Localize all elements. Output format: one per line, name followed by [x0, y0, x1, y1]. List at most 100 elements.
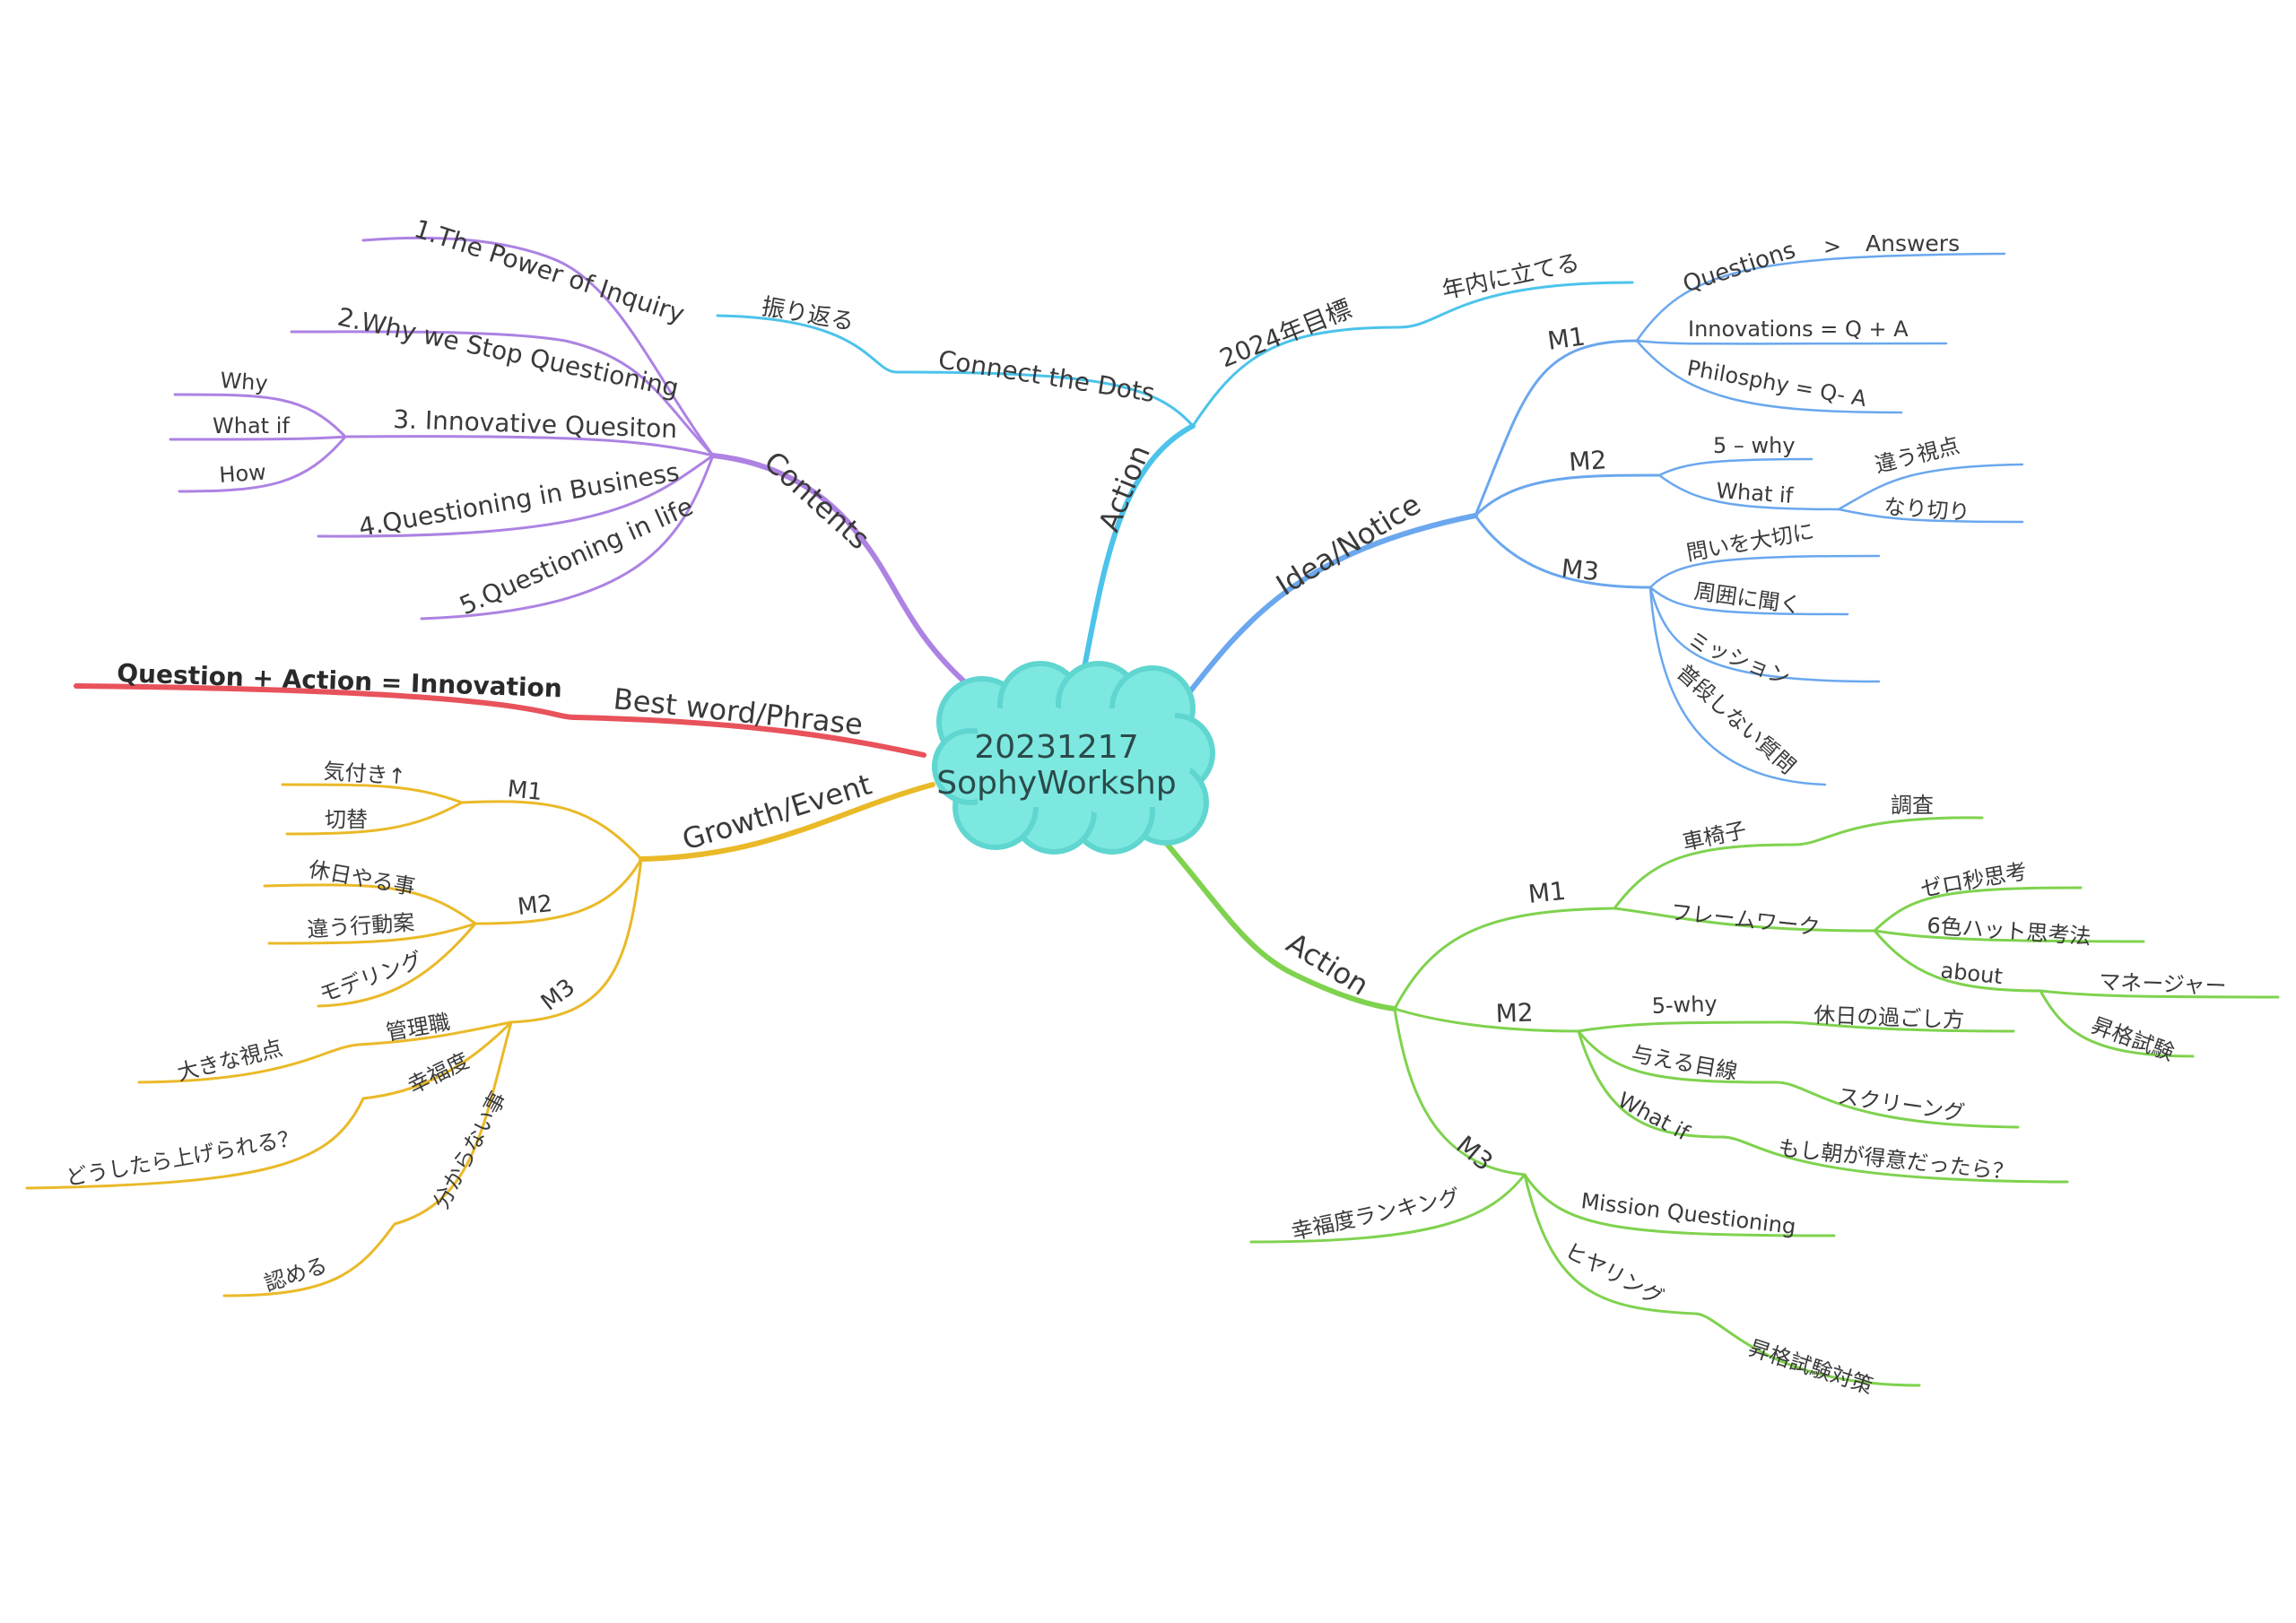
connector-ab-fw-b — [1873, 929, 2145, 943]
branch-growth-event[interactable]: Growth/Event M1 気付き↑ 切替 M2 休日やる事 違う行動案 モ… — [25, 759, 935, 1298]
center-title-line1[interactable]: 20231217 — [974, 729, 1138, 766]
ab-fw-a-label[interactable]: ゼロ秒思考 — [1918, 858, 2029, 901]
goal-child-label[interactable]: 年内に立てる — [1439, 249, 1582, 305]
connector-ab-m2 — [1393, 1007, 1580, 1033]
branch-action-bottom[interactable]: Action M1 車椅子 調査 フレームワーク ゼロ秒思考 6色ハット思考法 … — [1163, 793, 2280, 1399]
idea-m1-label[interactable]: M1 — [1545, 321, 1587, 356]
connector-g-m1-b — [285, 801, 464, 836]
connector-g-m3-kofuku — [25, 1020, 513, 1190]
ab-m1-fw-label[interactable]: フレームワーク — [1669, 899, 1821, 940]
c3-why-label[interactable]: Why — [220, 368, 269, 396]
connector-growth — [639, 782, 935, 862]
best-label[interactable]: Best word/Phrase — [612, 681, 865, 742]
ab-m3-hiyaring-child-label[interactable]: 昇格試験対策 — [1745, 1335, 1876, 1399]
ab-m2-5why-child-label[interactable]: 休日の過ごし方 — [1813, 1002, 1965, 1033]
ab-m2-whatif-child-label[interactable]: もし朝が得意だったら？ — [1777, 1135, 2014, 1185]
m2-narikiri-label[interactable]: なり切り — [1883, 494, 1971, 525]
m2-5why-label[interactable]: 5 – why — [1713, 433, 1796, 458]
connector-ab-m3-kofuku — [1249, 1173, 1526, 1244]
connect-dots-label[interactable]: Connect the Dots — [936, 344, 1157, 408]
m1-questions-label[interactable]: Questions — [1680, 237, 1799, 299]
connector-m1-philo — [1635, 339, 1903, 414]
idea-m2-label[interactable]: M2 — [1568, 445, 1607, 477]
center-node[interactable]: 20231217 SophyWorkshp — [932, 661, 1215, 855]
connector-m2-chigau — [1837, 463, 2024, 511]
m1-gt-label: > — [1823, 234, 1841, 259]
connector-best — [74, 683, 926, 758]
connector-m3-d — [1648, 586, 1827, 786]
action-top-label[interactable]: Action — [1091, 440, 1157, 536]
connector-g-m2-b — [267, 922, 477, 945]
c3-whatif-label[interactable]: What if — [213, 413, 290, 438]
g-m3-kofuku-label[interactable]: 幸福度 — [404, 1048, 473, 1099]
ab-m3-hiyaring-label[interactable]: ヒヤリング — [1561, 1238, 1667, 1311]
connector-ab-about-b — [2039, 989, 2195, 1058]
ab-m2-whatif-label[interactable]: What if — [1613, 1088, 1693, 1146]
connector-action-top — [1078, 423, 1196, 689]
ab-m3-mission-label[interactable]: Mission Questioning — [1579, 1188, 1797, 1239]
ab-m2-label[interactable]: M2 — [1495, 998, 1534, 1028]
growth-m1-label[interactable]: M1 — [506, 776, 544, 806]
m2-whatif-label[interactable]: What if — [1716, 478, 1795, 508]
connector-m1-innov — [1635, 339, 1948, 345]
goal-label[interactable]: 2024年目標 — [1215, 294, 1355, 374]
idea-label[interactable]: Idea/Notice — [1270, 487, 1427, 603]
m2-chigau-label[interactable]: 違う視点 — [1873, 432, 1962, 477]
contents-c2-label[interactable]: 2.Why we Stop Questioning — [335, 302, 682, 404]
furikaeru-label[interactable]: 振り返る — [760, 293, 857, 336]
connector-c3-why — [173, 393, 347, 438]
ab-fw-about-label[interactable]: about — [1939, 958, 2004, 989]
connector-growth-m3 — [509, 857, 643, 1024]
connector-m2-narikiri — [1837, 508, 2024, 524]
ab-about-b-label[interactable]: 昇格試験 — [2088, 1012, 2178, 1065]
connector-ab-m2-ataeru — [1577, 1029, 2020, 1129]
c3-how-label[interactable]: How — [218, 459, 266, 488]
g-m1-b-label[interactable]: 切替 — [325, 807, 368, 832]
connector-m2-5why — [1657, 457, 1813, 477]
g-m1-a-label[interactable]: 気付き↑ — [323, 759, 407, 789]
m1-answers-label[interactable]: Answers — [1866, 230, 1960, 256]
contents-label[interactable]: Contents — [758, 445, 876, 557]
connector-idea-m3 — [1474, 514, 1652, 589]
connector-c3-how — [178, 435, 347, 493]
m1-innov-label[interactable]: Innovations = Q + A — [1688, 317, 1909, 342]
g-m3-kanri-child-label[interactable]: 大きな視点 — [175, 1036, 285, 1086]
g-m3-wakaranai-label[interactable]: 分からない事 — [429, 1088, 511, 1213]
ab-m2-5why-label[interactable]: 5-why — [1651, 991, 1718, 1019]
center-cloud-shape — [932, 661, 1215, 855]
connector-ab-m2-5why — [1577, 1020, 2015, 1033]
contents-c1-label[interactable]: 1.The Power of Inquiry — [411, 213, 688, 329]
g-m2-a-label[interactable]: 休日やる事 — [307, 856, 417, 899]
best-phrase-text[interactable]: Question + Action = Innovation — [117, 658, 563, 703]
connector-g-m3-wakaranai — [222, 1020, 513, 1298]
connector-ab-m1-isu — [1613, 816, 1984, 910]
connector-ab-fw-a — [1873, 886, 2083, 933]
m1-philo-label[interactable]: Philosphy = Q- A — [1685, 355, 1869, 412]
connector-ab-m1-fw — [1613, 907, 1876, 933]
connector-action-bottom — [1163, 840, 1397, 1011]
branch-contents[interactable]: Contents 1.The Power of Inquiry 2.Why we… — [169, 213, 967, 684]
connector-g-m2-c — [317, 922, 477, 1008]
g-m3-kanri-label[interactable]: 管理職 — [384, 1010, 452, 1046]
connector-m3-c — [1648, 586, 1881, 683]
g-m2-b-label[interactable]: 違う行動案 — [306, 910, 415, 942]
connector-c3 — [344, 435, 715, 457]
branch-best-phrase[interactable]: Best word/Phrase Question + Action = Inn… — [74, 658, 926, 758]
center-title-line2[interactable]: SophyWorkshp — [936, 765, 1176, 802]
connector-c4 — [317, 454, 715, 538]
growth-m2-label[interactable]: M2 — [517, 890, 554, 921]
connector-m2-whatif — [1657, 473, 1840, 511]
connector-ab-m3 — [1393, 1007, 1526, 1176]
connector-idea — [1181, 513, 1478, 702]
contents-c3-label[interactable]: 3. Innovative Quesiton — [393, 404, 678, 444]
ab-about-a-label[interactable]: マネージャー — [2099, 969, 2227, 999]
ab-m1-label[interactable]: M1 — [1526, 876, 1567, 909]
ab-m1-isu-child-label[interactable]: 調査 — [1891, 793, 1934, 818]
ab-fw-b-label[interactable]: 6色ハット思考法 — [1926, 913, 2092, 950]
ab-m3-label[interactable]: M3 — [1451, 1130, 1499, 1176]
idea-m3-label[interactable]: M3 — [1560, 553, 1600, 586]
connector-c2 — [290, 330, 715, 457]
connector-g-m1-a — [281, 783, 464, 804]
